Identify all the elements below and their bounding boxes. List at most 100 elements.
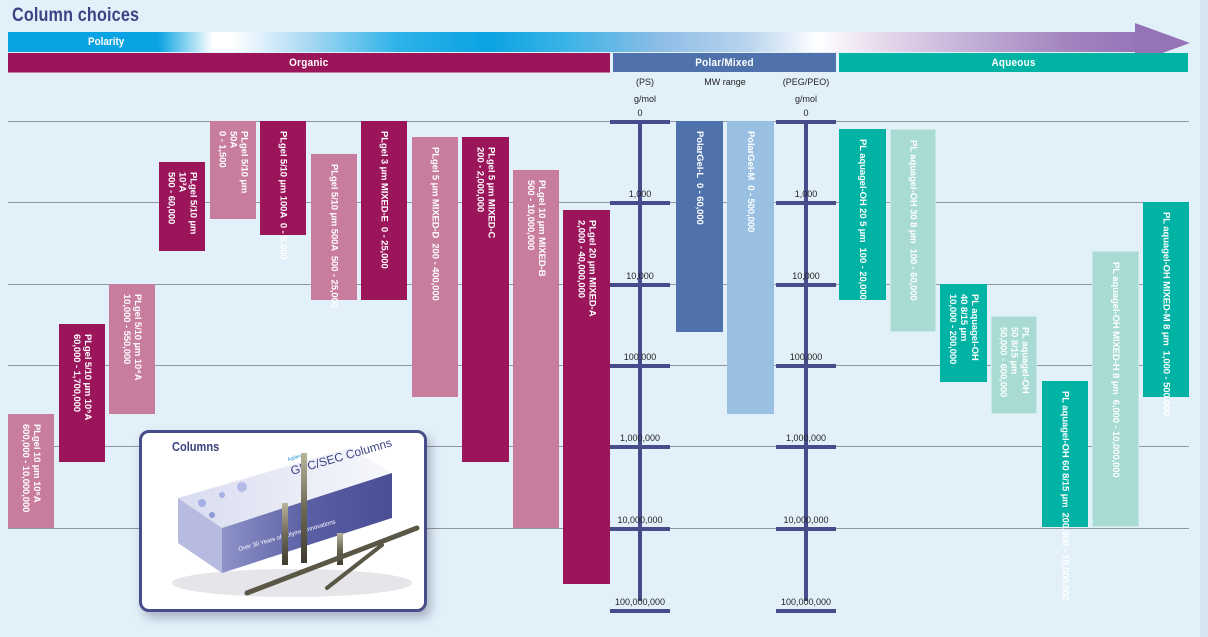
column-bar-label: PL aquagel-OH 20 5 µm 100 - 20,000 [857, 139, 868, 300]
axis-tick [776, 527, 836, 531]
column-bar-label: PL aquagel-OH 40 8/15 µm 10,000 - 200,00… [947, 294, 980, 365]
gridline [8, 202, 1189, 203]
axis-tick [610, 283, 670, 287]
axis-tick-label: 100,000,000 [780, 597, 832, 607]
axis-tick-label: 100,000 [623, 352, 657, 362]
axis-tick-label: 10,000 [792, 271, 820, 281]
column-bar-polar: PolarGel-L 0 - 60,000 [676, 121, 723, 332]
axis-tick [610, 445, 670, 449]
column-bar-organic: PLgel 5/10 µm 500A 500 - 25,000 [311, 154, 357, 308]
axis-tick-label: 1,000,000 [785, 433, 827, 443]
axis-tick [610, 527, 670, 531]
axis-tick [776, 445, 836, 449]
column-bar-label: PL aquagel-OH 60 8/15 µm 200,000 - 10,00… [1059, 391, 1071, 601]
band-polar-label: Polar/Mixed [695, 56, 754, 69]
column-bar-aqueous: PL aquagel-OH MIXED-M 8 µm 1,000 - 500,0… [1143, 202, 1189, 416]
box-brand: Agilent [287, 453, 304, 463]
column-bar-label: PL aquagel-OH MIXED-H 8 µm 6,000 - 10,00… [1110, 262, 1121, 478]
axis-tick-label: 1,000,000 [619, 433, 661, 443]
page-title: Column choices [12, 5, 140, 26]
column-bar-organic: PLgel 5/10 µm 10⁴A 10,000 - 550,000 [109, 284, 155, 414]
column-bar-label: PLgel 10 µm MIXED-B 500 - 10,000,000 [525, 180, 547, 277]
column-bar-aqueous: PL aquagel-OH MIXED-H 8 µm 6,000 - 10,00… [1092, 251, 1139, 527]
axis-tick-label: 100,000 [789, 352, 823, 362]
axis-tick [776, 364, 836, 368]
column-bar-organic: PLgel 5/10 µm 50A 0 - 1,500 [210, 121, 256, 219]
column-tube [244, 525, 420, 596]
column-bar-organic: PLgel 5/10 µm 100A 0 - 5,000 [260, 121, 306, 260]
axis-right-unit-bottom: g/mol [794, 94, 817, 104]
axis-tick-label: 1,000 [794, 189, 818, 199]
column-bar-organic: PLgel 20 µm MIXED-A 2,000 - 40,000,000 [563, 210, 610, 584]
column-bar-organic: PLgel 5/10 µm 10³A 500 - 60,000 [159, 162, 205, 251]
axis-tick [610, 609, 670, 613]
band-organic-label: Organic [289, 56, 329, 69]
column-bar-label: PLgel 5 µm MIXED-D 200 - 400,000 [429, 147, 441, 301]
axis-tick-label: 10,000,000 [617, 515, 663, 525]
column-bar-label: PLgel 5/10 µm 500A 500 - 25,000 [328, 164, 340, 308]
columns-inset: Over 30 Years of Polymer Innovations GPC… [139, 430, 427, 612]
band-polar-mixed: Polar/Mixed [613, 53, 836, 72]
column-bar-organic: PLgel 10 µm MIXED-B 500 - 10,000,000 [513, 170, 559, 528]
axis-tick-label: 0 [803, 108, 809, 118]
axis-center-label: MW range [704, 77, 746, 87]
axis-tick [776, 201, 836, 205]
column-bar-organic: PLgel 5/10 µm 10⁵A 60,000 - 1,700,000 [59, 324, 105, 462]
polarity-arrow [8, 32, 1148, 52]
column-bar-aqueous: PL aquagel-OH 30 8 µm 100 - 60,000 [890, 129, 936, 332]
axis-left-unit-bottom: g/mol [633, 94, 656, 104]
column-bar-label: PLgel 10 µm 10⁶A 600,000 - 10,000,000 [20, 424, 42, 513]
inset-title: Columns [172, 439, 220, 454]
column-bar-organic: PLgel 3 µm MIXED-E 0 - 25,000 [361, 121, 407, 300]
right-edge-strip [1200, 0, 1208, 637]
column-bar-organic: PLgel 10 µm 10⁶A 600,000 - 10,000,000 [8, 414, 54, 528]
axis-tick [610, 120, 670, 124]
column-bar-label: PLgel 5 µm MIXED-C 200 - 2,000,000 [474, 147, 497, 239]
axis-tick [610, 201, 670, 205]
column-tube [282, 503, 288, 565]
box-top [178, 448, 392, 528]
column-bar-label: PLgel 5/10 µm 100A 0 - 5,000 [277, 131, 289, 260]
column-bar-label: PLgel 3 µm MIXED-E 0 - 25,000 [378, 131, 390, 269]
column-bar-label: PL aquagel-OH 30 8 µm 100 - 60,000 [907, 140, 919, 301]
axis-tick [776, 283, 836, 287]
box-end [178, 498, 222, 573]
column-bar-aqueous: PL aquagel-OH 50 8/15 µm 50,000 - 600,00… [991, 316, 1037, 414]
axis-right-unit-top: (PEG/PEO) [782, 77, 830, 87]
column-bar-label: PolarGel-L 0 - 60,000 [694, 131, 705, 225]
axis-tick-label: 10,000,000 [783, 515, 829, 525]
column-bar-label: PLgel 5/10 µm 10⁵A 60,000 - 1,700,000 [71, 334, 93, 421]
band-organic: Organic [8, 53, 610, 73]
band-aqueous: Aqueous [839, 53, 1188, 72]
column-bar-label: PLgel 5/10 µm 50A 0 - 1,500 [216, 131, 250, 194]
axis-tick-label: 0 [637, 108, 643, 118]
axis-tick-label: 100,000,000 [614, 597, 666, 607]
axis-left-unit-top: (PS) [636, 77, 654, 87]
axis-peg-stem [804, 121, 808, 601]
column-tube [337, 533, 343, 565]
column-bar-polar: PolarGel-M 0 - 500,000 [727, 121, 774, 414]
columns-product-image: Over 30 Years of Polymer Innovations GPC… [172, 436, 420, 597]
axis-tick-label: 10,000 [626, 271, 654, 281]
column-bar-label: PolarGel-M 0 - 500,000 [745, 131, 756, 233]
axis-ps-stem [638, 121, 642, 601]
band-aqueous-label: Aqueous [991, 56, 1036, 69]
column-bar-aqueous: PL aquagel-OH 20 5 µm 100 - 20,000 [839, 129, 886, 300]
column-bar-organic: PLgel 5 µm MIXED-D 200 - 400,000 [412, 137, 458, 397]
column-bar-label: PLgel 5/10 µm 10³A 500 - 60,000 [165, 172, 199, 235]
axis-tick-label: 1,000 [628, 189, 652, 199]
column-tube [325, 543, 384, 590]
column-bar-label: PL aquagel-OH MIXED-M 8 µm 1,000 - 500,0… [1160, 212, 1172, 416]
column-bar-aqueous: PL aquagel-OH 60 8/15 µm 200,000 - 10,00… [1042, 381, 1088, 601]
column-tube [301, 453, 307, 563]
column-bar-label: PLgel 20 µm MIXED-A 2,000 - 40,000,000 [575, 220, 598, 317]
column-bar-organic: PLgel 5 µm MIXED-C 200 - 2,000,000 [462, 137, 509, 462]
gridline [8, 121, 1189, 122]
column-bar-label: PLgel 5/10 µm 10⁴A 10,000 - 550,000 [121, 294, 143, 381]
axis-tick [776, 609, 836, 613]
axis-tick [776, 120, 836, 124]
column-bar-aqueous: PL aquagel-OH 40 8/15 µm 10,000 - 200,00… [940, 284, 987, 382]
column-bar-label: PL aquagel-OH 50 8/15 µm 50,000 - 600,00… [997, 327, 1031, 398]
axis-tick [610, 364, 670, 368]
polarity-label: Polarity [88, 36, 125, 48]
